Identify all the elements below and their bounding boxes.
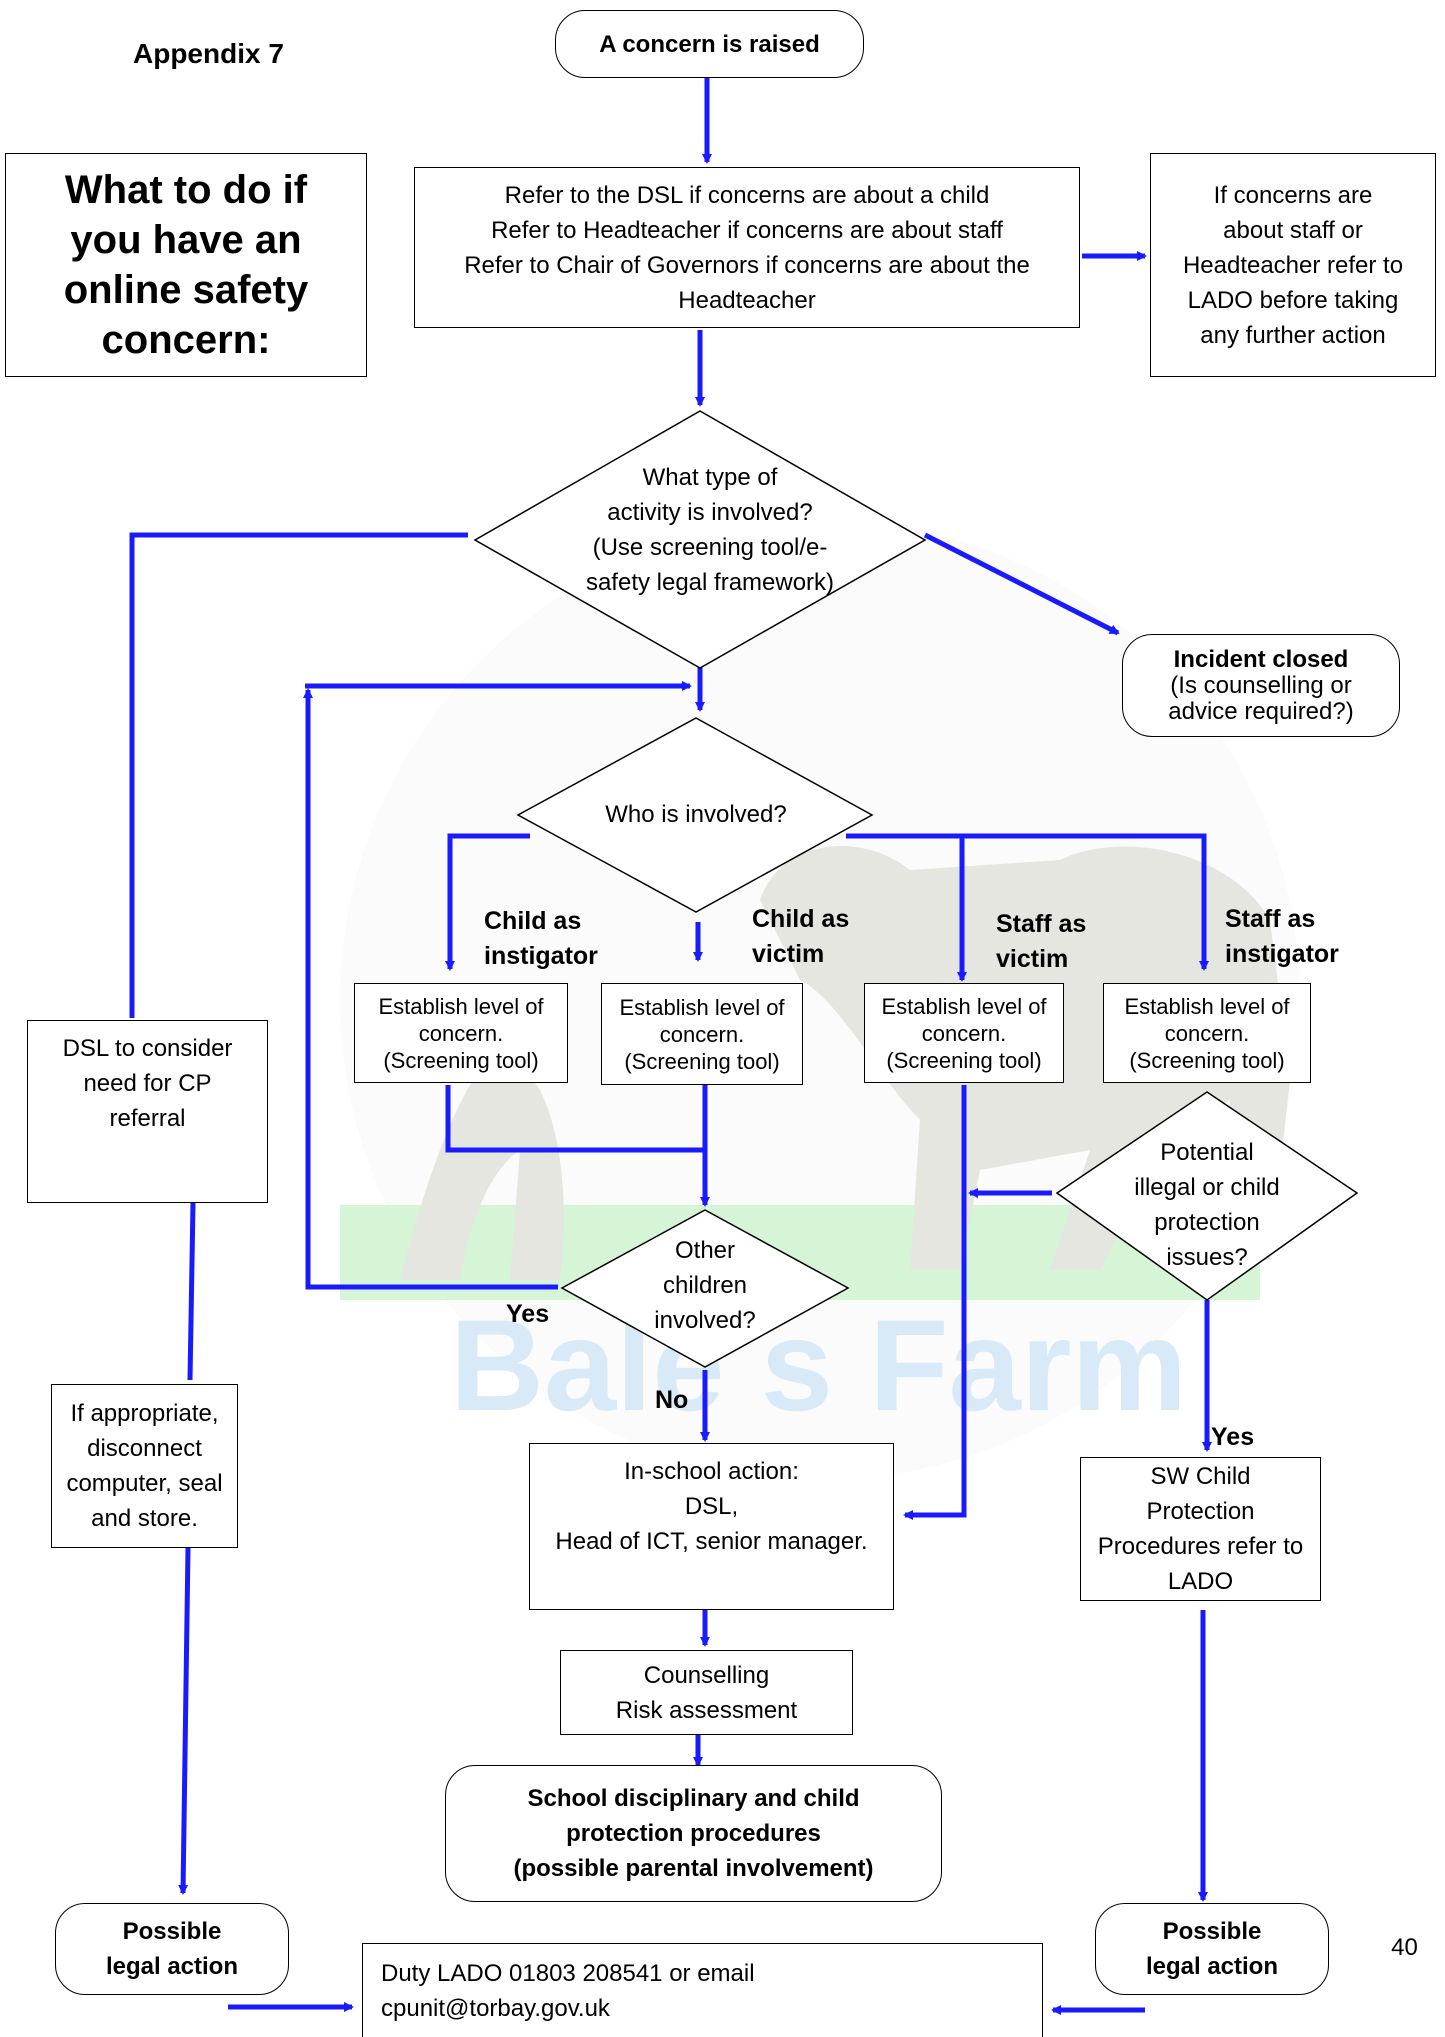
other-children-diamond-shape xyxy=(560,1209,850,1368)
line-dsl-to-disconnect xyxy=(187,1202,196,1381)
label-yes-other-children: Yes xyxy=(506,1300,550,1328)
arrow-disconnect-to-legal xyxy=(178,1547,191,1895)
who-diamond-shape xyxy=(516,717,874,913)
who-decision: Who is involved? xyxy=(605,801,787,828)
arrow-who-to-staff-instigator xyxy=(846,833,1209,971)
label-no-other-children: No xyxy=(655,1386,689,1414)
arrow-staff-victim-to-in-school xyxy=(903,1085,967,1520)
refer-box: Refer to the DSL if concerns are about a… xyxy=(414,167,1080,328)
label-yes-potential: Yes xyxy=(1211,1423,1255,1451)
arrow-who-to-child-instigator xyxy=(445,833,530,971)
page-number: 40 xyxy=(1391,1934,1418,1961)
in-school-action-box: In-school action:DSL,Head of ICT, senior… xyxy=(529,1443,894,1610)
line-child-instigator-merge xyxy=(445,1085,705,1153)
watermark-cat xyxy=(400,1059,564,1280)
potential-diamond-shape xyxy=(1055,1091,1359,1301)
start-node: A concern is raised xyxy=(555,10,864,78)
activity-diamond-shape xyxy=(473,410,927,669)
appendix-label: Appendix 7 xyxy=(133,38,284,69)
line-activity-to-dsl xyxy=(129,532,468,1018)
watermark-text: Bale s Farm xyxy=(450,1292,1187,1438)
arrow-activity-to-closed xyxy=(923,532,1120,636)
arrow-yes-loop-up xyxy=(303,688,558,1290)
